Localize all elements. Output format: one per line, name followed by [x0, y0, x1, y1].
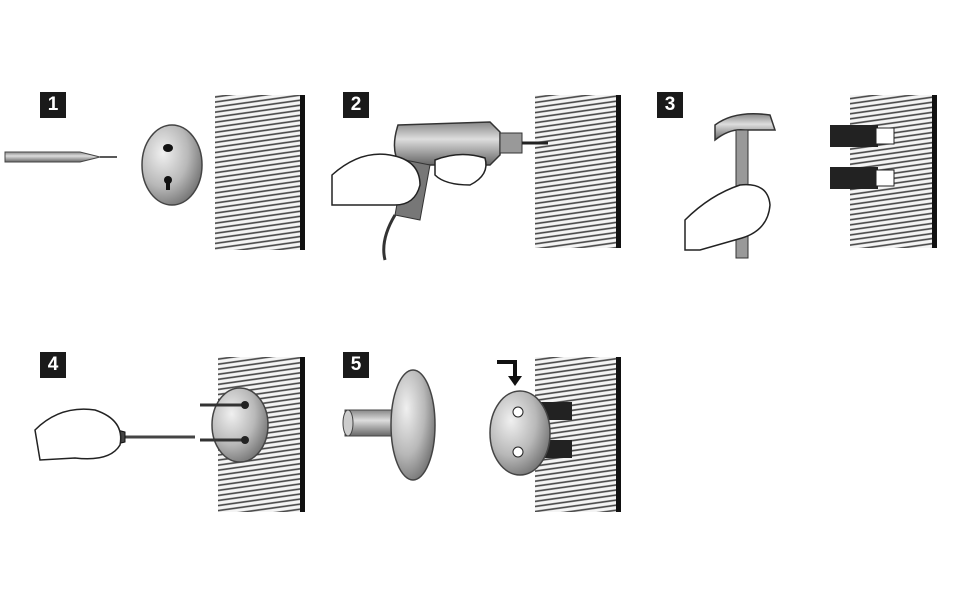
mounting-base-screwed-icon	[200, 387, 269, 463]
step-3-badge: 3	[657, 92, 683, 118]
step-2-badge: 2	[343, 92, 369, 118]
screwdriver-icon	[34, 408, 195, 461]
wall-step-1	[215, 95, 305, 250]
mounting-base-icon	[141, 124, 203, 206]
wall-step-2	[535, 95, 621, 248]
hammer-icon	[684, 113, 777, 259]
wall-anchor-icon	[830, 125, 895, 189]
towel-hook-icon	[342, 369, 436, 481]
pencil-icon	[4, 151, 117, 163]
drill-icon	[331, 121, 548, 261]
hook-mounted-icon	[489, 390, 572, 476]
step-5-badge: 5	[343, 352, 369, 378]
arrow-down-icon	[497, 360, 522, 386]
step-4-badge: 4	[40, 352, 66, 378]
step-1-badge: 1	[40, 92, 66, 118]
